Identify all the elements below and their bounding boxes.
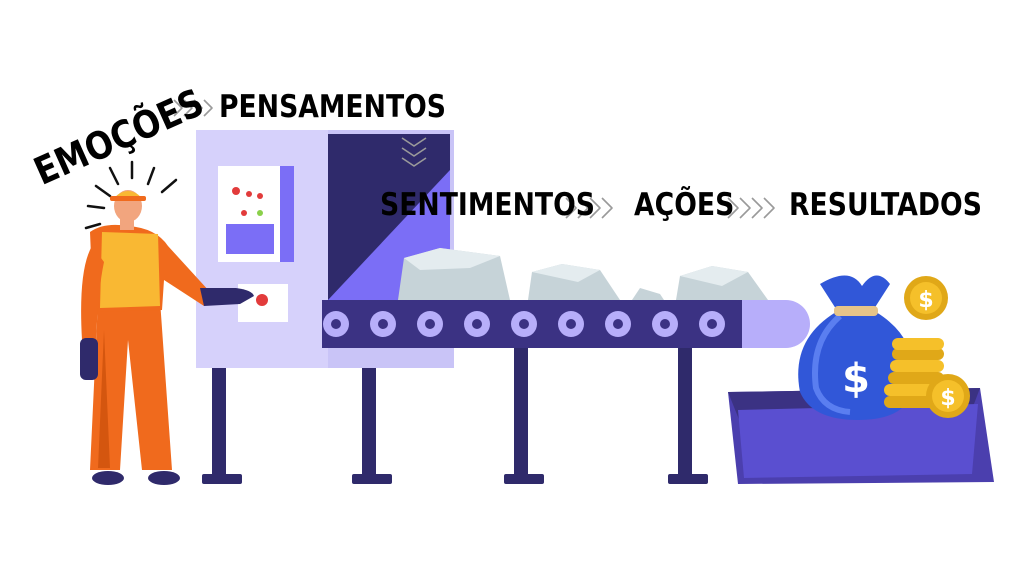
conveyor-belt — [322, 300, 810, 348]
chevrons-down-icon — [401, 137, 427, 167]
chevrons-right-icon — [727, 197, 775, 219]
coin-stack: $ $ — [884, 276, 970, 418]
flow-word-acoes: AÇÕES — [634, 187, 735, 223]
control-panel — [218, 166, 294, 322]
worker — [80, 160, 254, 485]
dollar-icon: $ — [918, 288, 933, 313]
flow-word-pensamentos: PENSAMENTOS — [219, 89, 447, 125]
chevrons-right-icon — [565, 197, 613, 219]
machine-legs — [202, 348, 708, 484]
dollar-icon: $ — [842, 356, 870, 402]
dollar-icon: $ — [940, 386, 955, 411]
stress-lines — [84, 160, 178, 230]
chevrons-right-icon — [173, 99, 213, 117]
flow-word-sentimentos: SENTIMENTOS — [380, 187, 595, 223]
flow-word-resultados: RESULTADOS — [789, 187, 982, 223]
rocks — [398, 248, 768, 300]
